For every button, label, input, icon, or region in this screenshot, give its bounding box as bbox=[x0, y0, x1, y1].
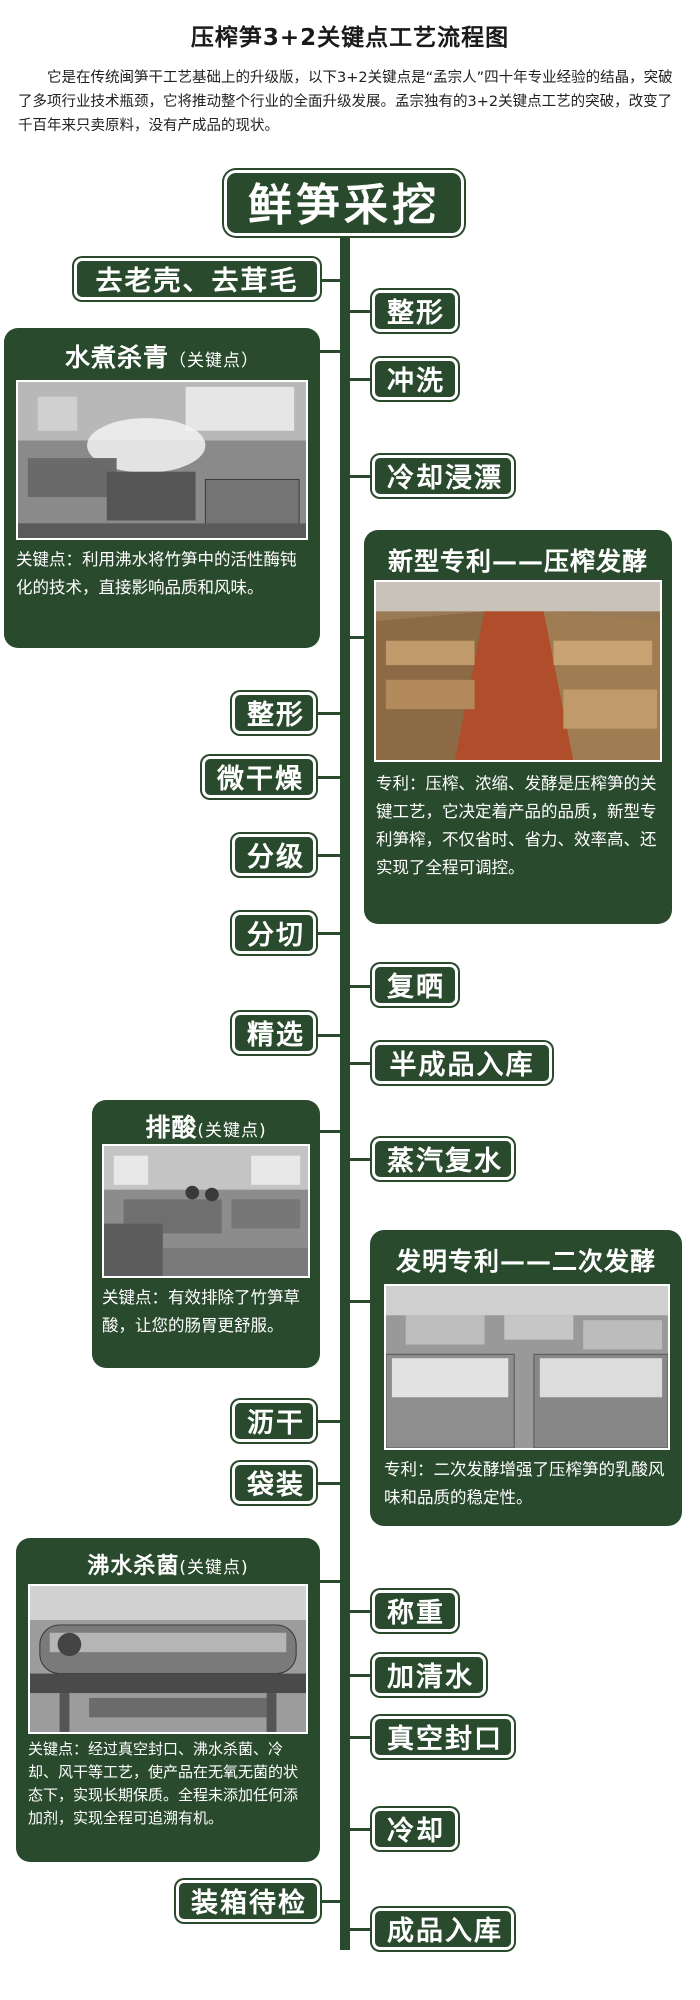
step-node: 称重 bbox=[372, 1590, 458, 1632]
card-sterilize: 沸水杀菌(关键点) 关键点：经过真空封口、沸水杀菌、冷却、风干等工艺，使产品在无… bbox=[16, 1538, 320, 1862]
connector bbox=[310, 854, 344, 857]
flow-start-node: 鲜笋采挖 bbox=[224, 170, 464, 236]
connector bbox=[346, 1300, 376, 1303]
step-node: 去老壳、去茸毛 bbox=[74, 258, 320, 300]
connector bbox=[346, 1928, 376, 1931]
photo-second-ferment-workshop bbox=[384, 1284, 670, 1450]
connector bbox=[310, 1130, 344, 1133]
card-blanching: 水煮杀青（关键点） 关键点：利用沸水将竹笋中的活性酶钝化的技术，直接影响品质和风… bbox=[4, 328, 320, 648]
connector bbox=[310, 776, 344, 779]
step-node: 蒸汽复水 bbox=[372, 1138, 514, 1180]
card-description: 关键点：经过真空封口、沸水杀菌、冷却、风干等工艺，使产品在无氧无菌的状态下，实现… bbox=[28, 1740, 299, 1827]
photo-press-ferment-workshop bbox=[374, 580, 662, 762]
step-node: 冲洗 bbox=[372, 358, 458, 400]
connector bbox=[310, 712, 344, 715]
card-title: 发明专利——二次发酵 bbox=[395, 1247, 656, 1276]
step-node: 整形 bbox=[232, 692, 316, 734]
step-node: 成品入库 bbox=[372, 1908, 514, 1950]
step-node: 袋装 bbox=[232, 1462, 316, 1504]
card-description: 专利：压榨、浓缩、发酵是压榨笋的关键工艺，它决定着产品的品质，新型专利笋榨，不仅… bbox=[376, 774, 657, 877]
step-node: 复晒 bbox=[372, 964, 458, 1006]
connector bbox=[346, 1736, 376, 1739]
page-title: 压榨笋3+2关键点工艺流程图 bbox=[190, 25, 510, 51]
card-deacid: 排酸(关键点) 关键点：有效排除了竹笋草酸，让您的肠胃更舒服。 bbox=[92, 1100, 320, 1368]
flow-spine bbox=[340, 200, 350, 1950]
connector bbox=[346, 636, 376, 639]
step-node: 半成品入库 bbox=[372, 1042, 552, 1084]
step-node: 分级 bbox=[232, 834, 316, 876]
step-node: 整形 bbox=[372, 290, 458, 332]
connector bbox=[310, 1034, 344, 1037]
connector bbox=[346, 310, 376, 313]
step-node: 冷却浸漂 bbox=[372, 455, 514, 497]
connector bbox=[346, 1828, 376, 1831]
card-title: 水煮杀青（关键点） bbox=[64, 343, 259, 372]
step-node: 加清水 bbox=[372, 1654, 486, 1696]
connector bbox=[316, 350, 344, 353]
connector bbox=[310, 1482, 344, 1485]
connector bbox=[346, 378, 376, 381]
step-node: 精选 bbox=[232, 1012, 316, 1054]
connector bbox=[310, 932, 344, 935]
card-description: 关键点：有效排除了竹笋草酸，让您的肠胃更舒服。 bbox=[102, 1288, 300, 1335]
connector bbox=[346, 1610, 376, 1613]
card-second-ferment: 发明专利——二次发酵 专利：二次发酵增强了压榨笋的乳酸风味和品质的稳定性。 bbox=[370, 1230, 682, 1526]
connector bbox=[346, 475, 376, 478]
photo-sterilize-machine bbox=[28, 1584, 308, 1734]
card-description: 关键点：利用沸水将竹笋中的活性酶钝化的技术，直接影响品质和风味。 bbox=[16, 550, 297, 597]
card-title: 沸水杀菌(关键点) bbox=[87, 1554, 249, 1579]
connector bbox=[310, 1420, 344, 1423]
connector bbox=[346, 1062, 376, 1065]
connector bbox=[310, 1900, 344, 1903]
photo-blanching-workshop bbox=[16, 380, 308, 540]
step-node: 冷却 bbox=[372, 1808, 458, 1850]
connector bbox=[346, 1674, 376, 1677]
step-node: 沥干 bbox=[232, 1400, 316, 1442]
card-title: 新型专利——压榨发酵 bbox=[387, 547, 648, 576]
step-node: 微干燥 bbox=[202, 756, 316, 798]
card-press-ferment: 新型专利——压榨发酵 专利：压榨、浓缩、发酵是压榨笋的关键工艺，它决定着产品的品… bbox=[364, 530, 672, 924]
card-description: 专利：二次发酵增强了压榨笋的乳酸风味和品质的稳定性。 bbox=[384, 1460, 665, 1507]
intro-paragraph: 它是在传统闽笋干工艺基础上的升级版，以下3+2关键点是“孟宗人”四十年专业经验的… bbox=[18, 70, 673, 134]
connector bbox=[346, 1158, 376, 1161]
connector bbox=[310, 1580, 344, 1583]
card-title: 排酸(关键点) bbox=[145, 1113, 267, 1142]
connector bbox=[316, 279, 344, 282]
step-node: 真空封口 bbox=[372, 1716, 514, 1758]
step-node: 分切 bbox=[232, 912, 316, 954]
step-node: 装箱待检 bbox=[176, 1880, 320, 1922]
connector bbox=[346, 985, 376, 988]
photo-deacid-workshop bbox=[102, 1144, 310, 1278]
